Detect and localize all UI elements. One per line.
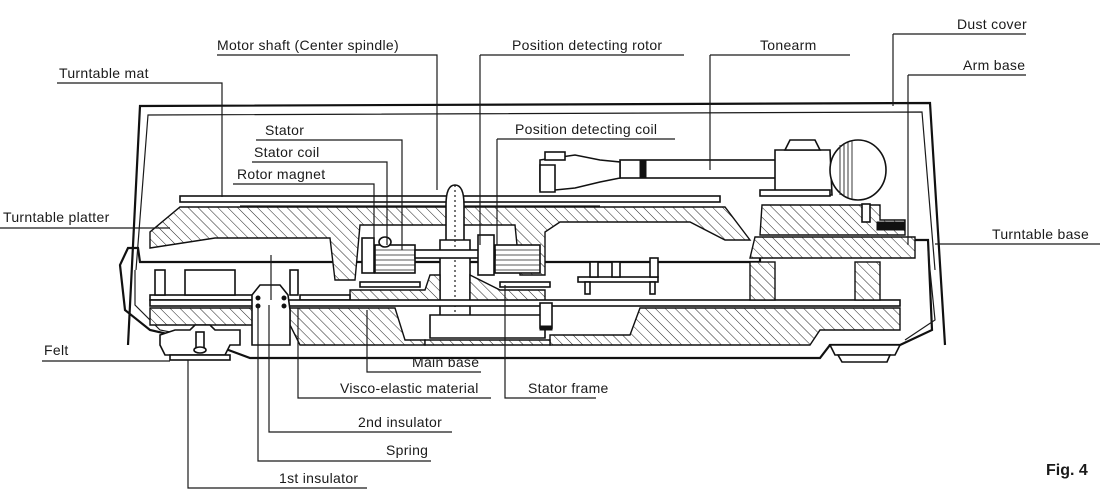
insulator-spring-assembly [251, 255, 291, 346]
arm-base [749, 203, 916, 301]
label-turntable-mat: Turntable mat [59, 65, 149, 81]
leader-lines [0, 33, 1100, 489]
label-visco-elastic-material: Visco-elastic material [340, 380, 479, 396]
label-stator: Stator [265, 122, 304, 138]
label-position-detecting-coil: Position detecting coil [515, 121, 657, 137]
circuit-board-right [577, 257, 659, 295]
label-turntable-base: Turntable base [992, 226, 1089, 242]
label-spring: Spring [386, 442, 428, 458]
label-motor-shaft: Motor shaft (Center spindle) [217, 37, 399, 53]
label-stator-frame: Stator frame [528, 380, 609, 396]
label-turntable-platter: Turntable platter [3, 209, 110, 225]
label-felt: Felt [44, 342, 69, 358]
label-arm-base: Arm base [963, 57, 1025, 73]
label-main-base: Main base [412, 354, 479, 370]
dust-cover [126, 101, 947, 346]
chassis-plate [149, 299, 901, 307]
label-stator-coil: Stator coil [254, 144, 320, 160]
label-position-detecting-rotor: Position detecting rotor [512, 37, 662, 53]
circuit-board-left [149, 269, 351, 301]
right-foot [828, 344, 902, 363]
figure-caption: Fig. 4 [1046, 462, 1088, 479]
motor-assembly [359, 234, 551, 288]
felt-foot [159, 324, 241, 361]
label-2nd-insulator: 2nd insulator [358, 414, 442, 430]
label-1st-insulator: 1st insulator [279, 470, 358, 486]
label-tonearm: Tonearm [760, 37, 817, 53]
label-rotor-magnet: Rotor magnet [237, 166, 325, 182]
tonearm [539, 139, 887, 201]
label-dust-cover: Dust cover [957, 16, 1027, 32]
